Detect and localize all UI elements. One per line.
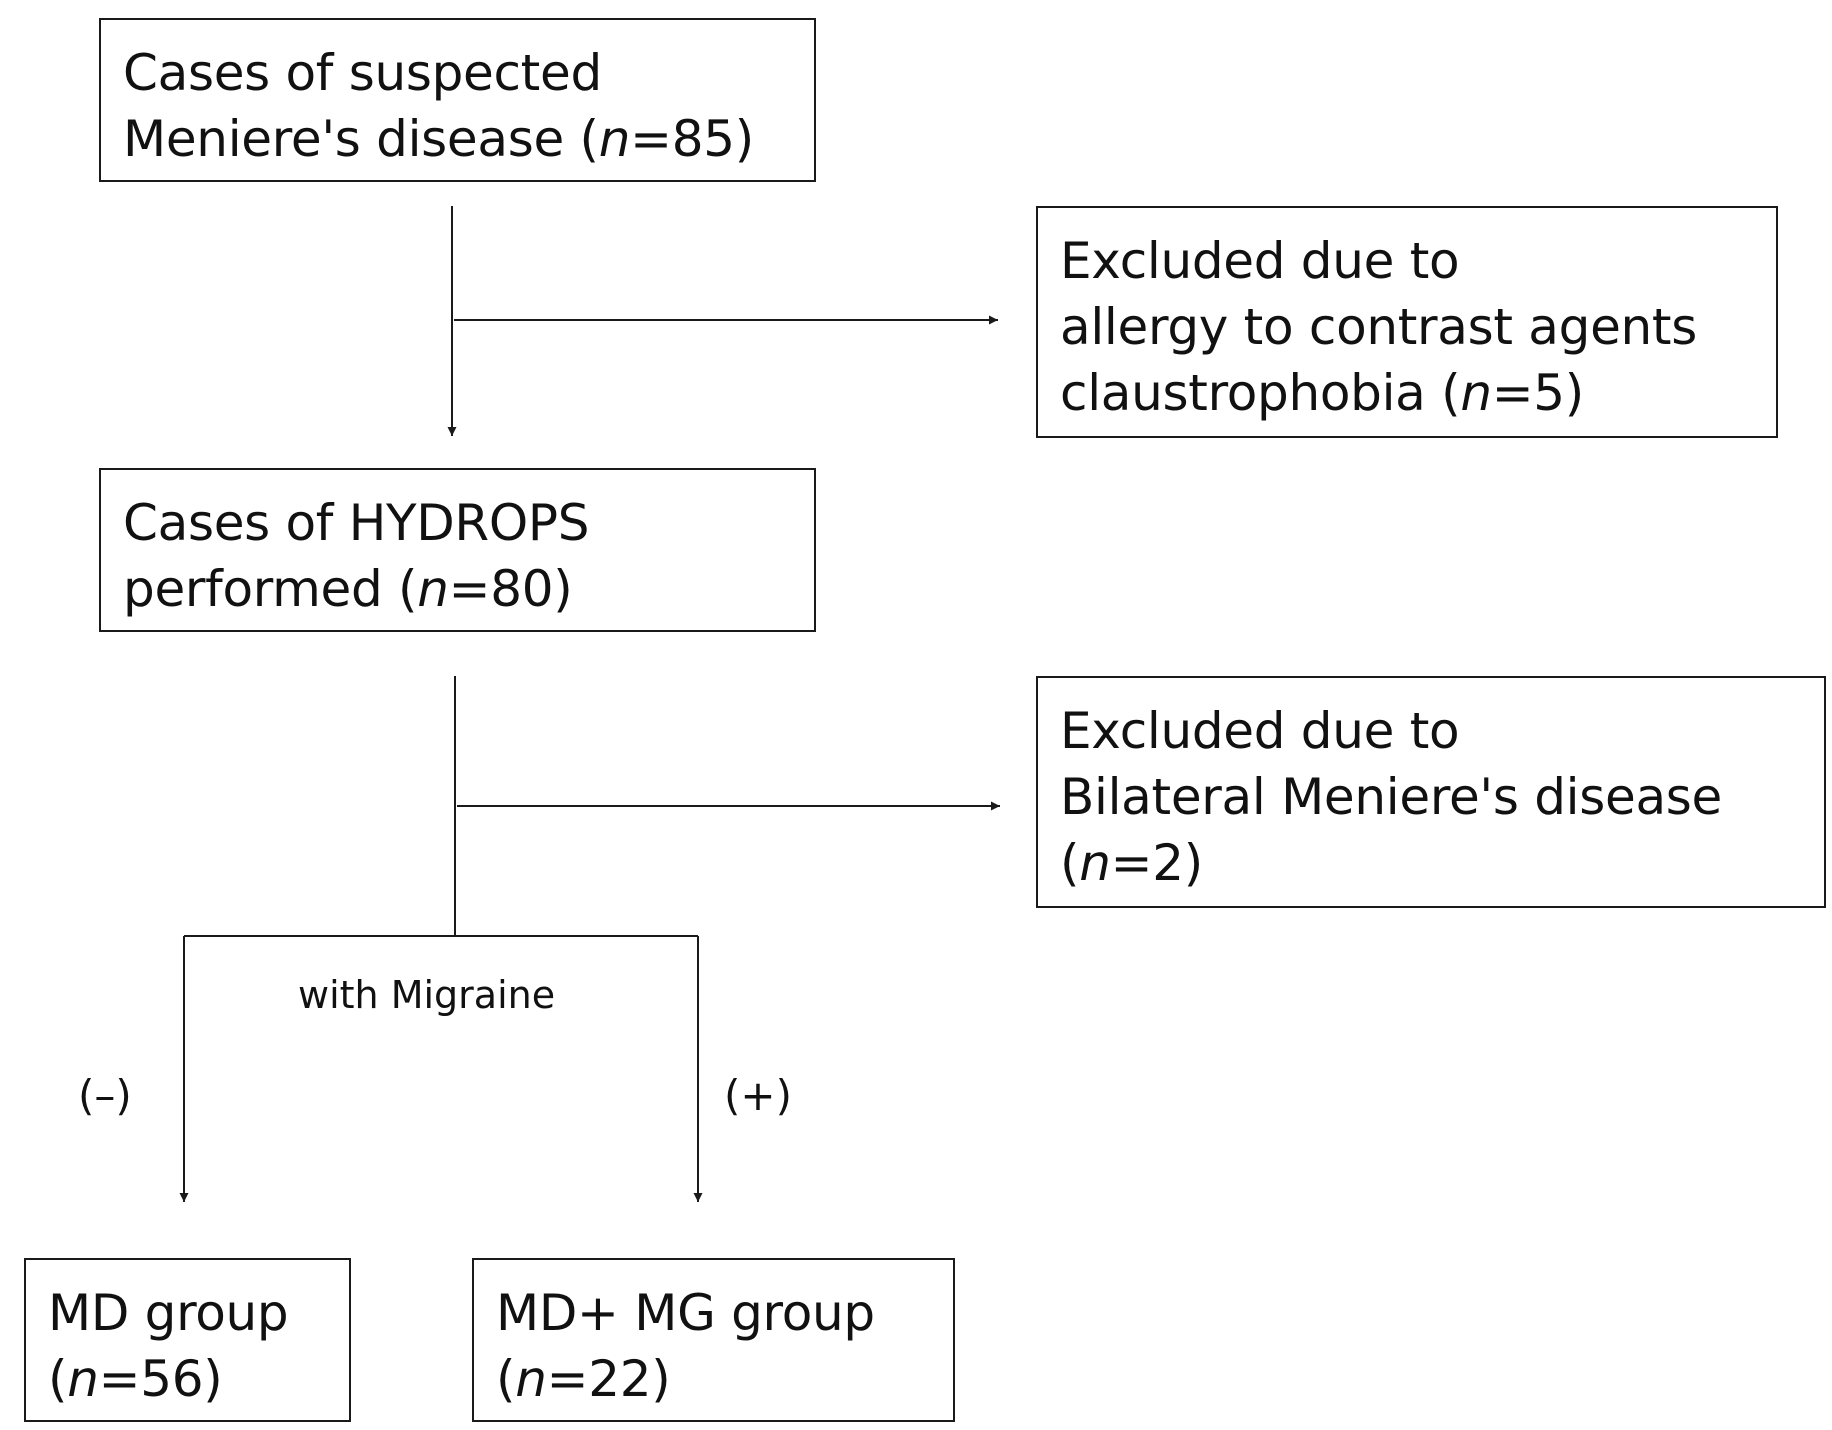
excluded-allergy-line1: Excluded due to: [1060, 232, 1460, 290]
md-mg-group-line2: (n=22): [496, 1350, 671, 1408]
md-group-box: MD group (n=56): [24, 1258, 351, 1422]
excluded-bilateral-line3: (n=2): [1060, 834, 1203, 892]
hydrops-line2: performed (n=80): [123, 560, 573, 618]
excluded-allergy-box: Excluded due to allergy to contrast agen…: [1036, 206, 1778, 438]
md-group-line2: (n=56): [48, 1350, 223, 1408]
hydrops-line1: Cases of HYDROPS: [123, 494, 590, 552]
excluded-bilateral-line1: Excluded due to: [1060, 702, 1460, 760]
md-mg-group-box: MD+ MG group (n=22): [472, 1258, 955, 1422]
suspected-cases-box: Cases of suspected Meniere's disease (n=…: [99, 18, 816, 182]
suspected-line1: Cases of suspected: [123, 44, 602, 102]
excluded-allergy-line3: claustrophobia (n=5): [1060, 364, 1585, 422]
negative-branch-label: (–): [78, 1071, 132, 1120]
hydrops-cases-box: Cases of HYDROPS performed (n=80): [99, 468, 816, 632]
suspected-line2: Meniere's disease (n=85): [123, 110, 754, 168]
with-migraine-label: with Migraine: [298, 973, 556, 1017]
positive-branch-label: (+): [724, 1071, 792, 1120]
excluded-allergy-line2: allergy to contrast agents: [1060, 298, 1697, 356]
excluded-bilateral-line2: Bilateral Meniere's disease: [1060, 768, 1723, 826]
excluded-bilateral-box: Excluded due to Bilateral Meniere's dise…: [1036, 676, 1826, 908]
md-mg-group-line1: MD+ MG group: [496, 1284, 875, 1342]
md-group-line1: MD group: [48, 1284, 289, 1342]
